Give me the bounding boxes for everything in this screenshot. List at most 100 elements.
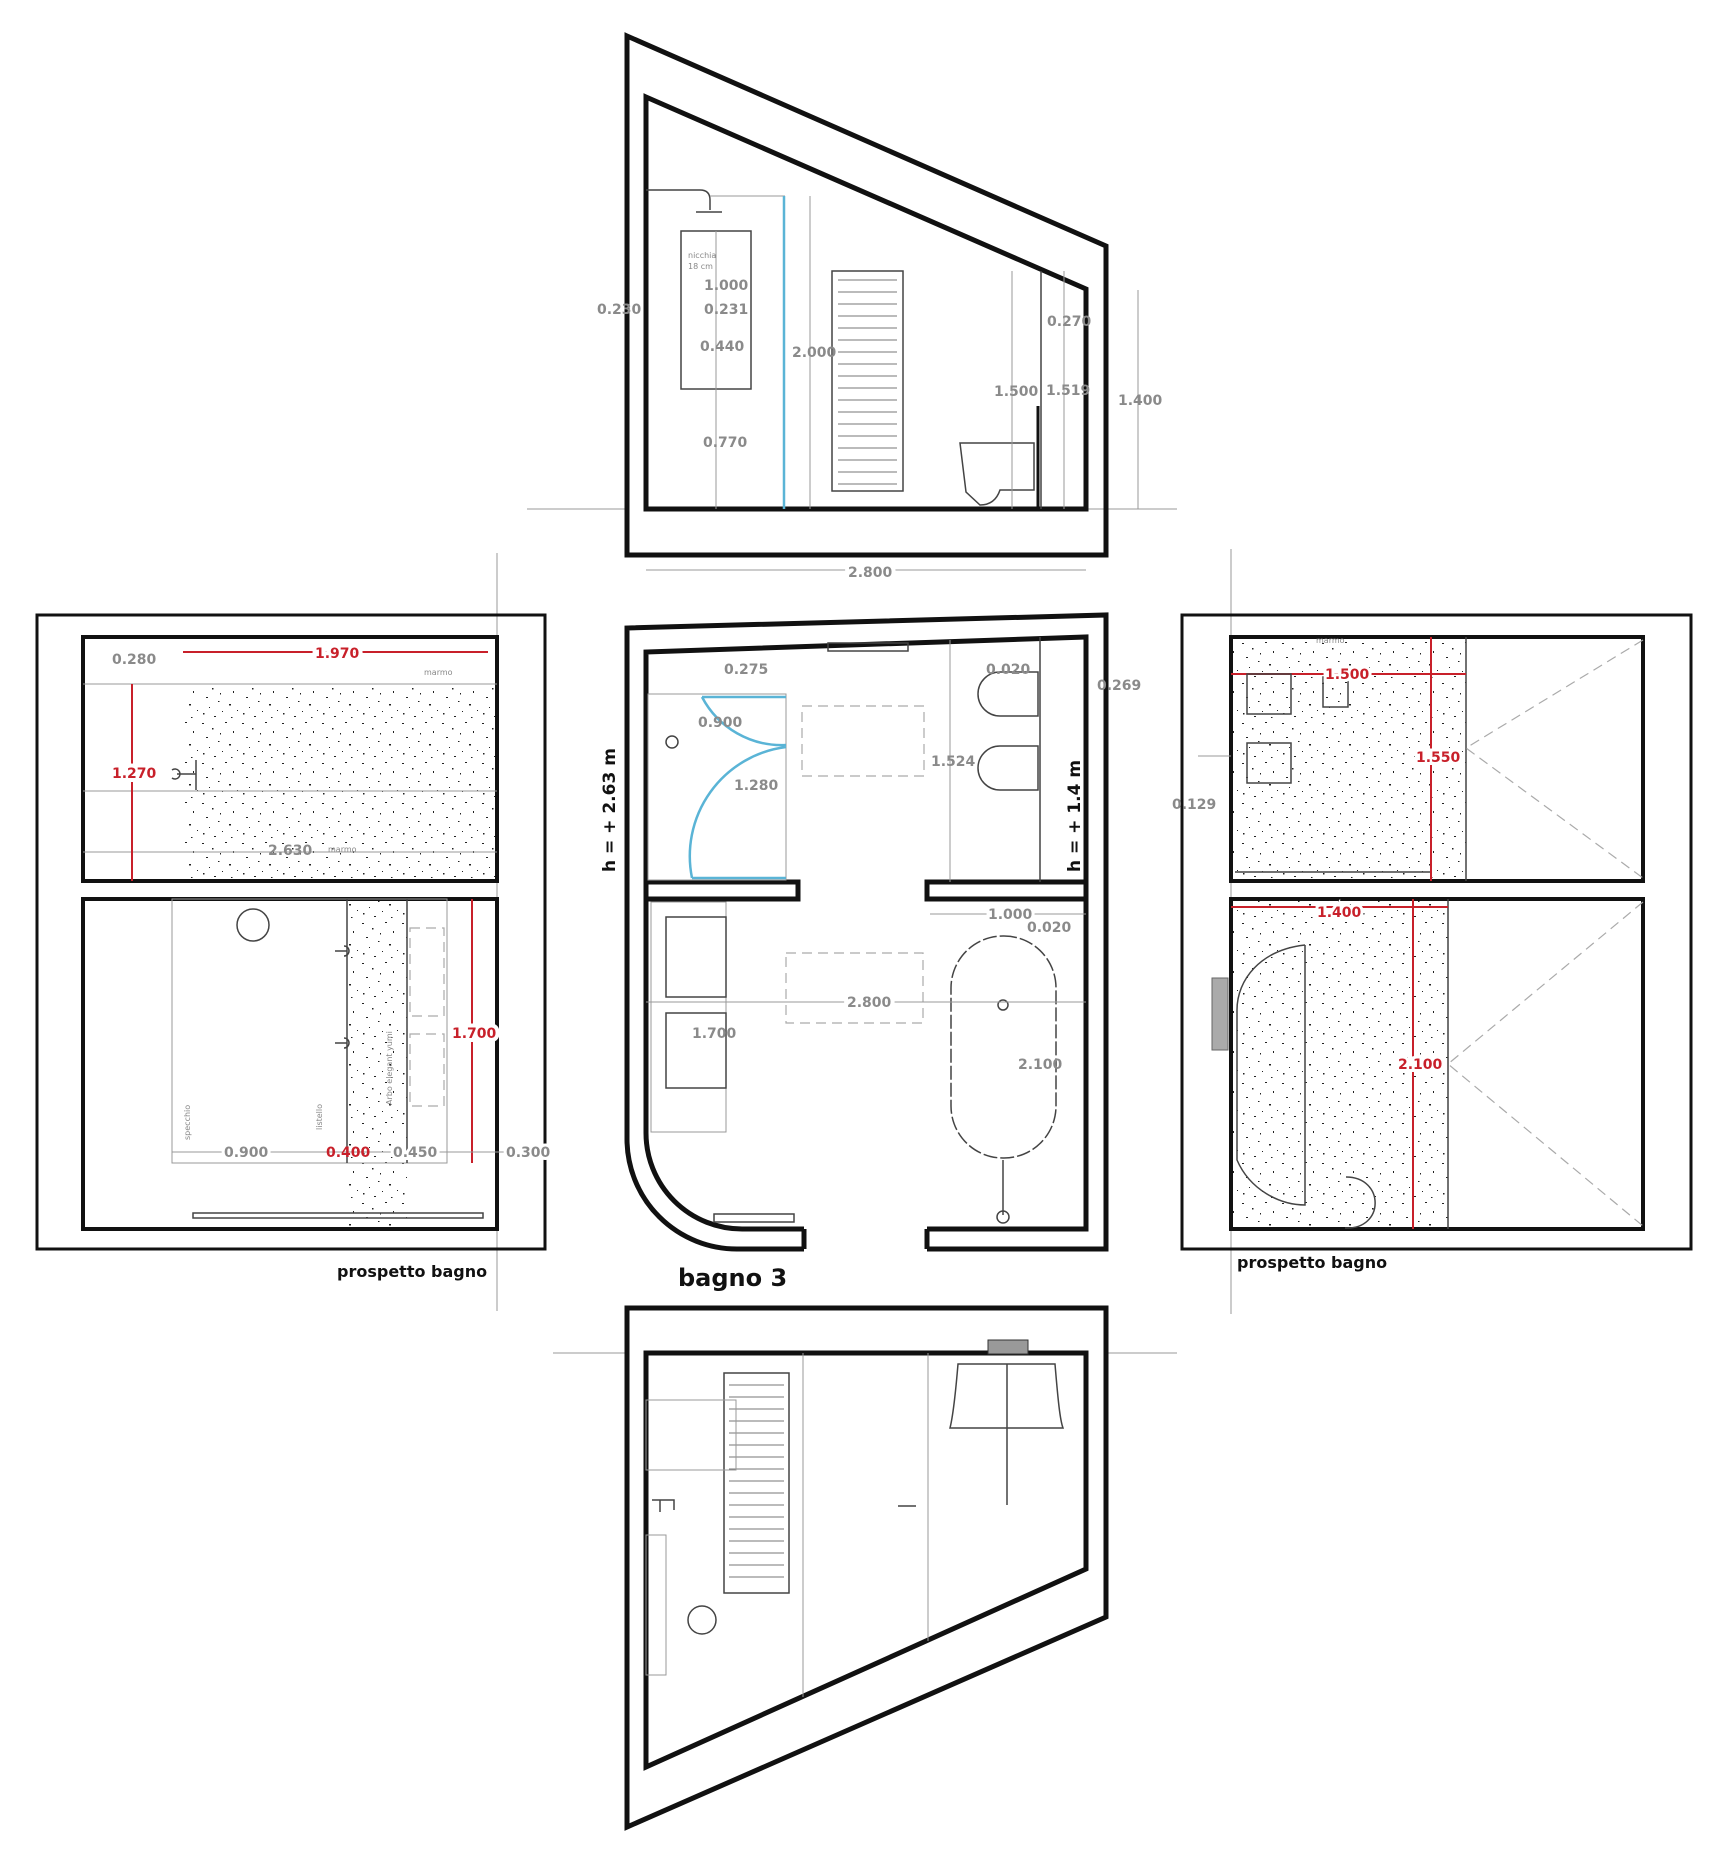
- plan-inner-wall: [643, 634, 1089, 1232]
- dim-label: 0.900: [698, 715, 743, 731]
- dim-label: 1.280: [734, 778, 779, 794]
- left-elevation: marmo marmo specchio listello Arbo elega…: [35, 613, 554, 1281]
- marble-wall-area: [184, 684, 497, 881]
- dim-label-red: 0.400: [326, 1145, 371, 1161]
- dim-label: 0.020: [986, 662, 1031, 678]
- ceiling-height-right: h = + 1.4 m: [1065, 760, 1085, 872]
- marble-wall-area: [1231, 899, 1448, 1229]
- wall-light-icon: [687, 1605, 717, 1635]
- dim-label: 1.400: [1118, 393, 1163, 409]
- top-section-elevation: nicchia 18 cm 0.230 1.000 0.231 0.440 0.…: [527, 32, 1177, 585]
- bathtub-end-icon: [949, 1363, 1065, 1429]
- dim-label-red: 1.700: [452, 1026, 497, 1042]
- shower-doors: [688, 695, 787, 880]
- faucet-icons: [335, 945, 350, 1049]
- dim-label: 2.800: [848, 565, 893, 581]
- niche-label: nicchia: [688, 251, 716, 260]
- floor-plan: 0.275 0.900 1.280 1.524 0.020 0.269 1.00…: [496, 549, 1232, 1314]
- material-label: marmo: [424, 668, 453, 677]
- bathtub-icon: [950, 935, 1057, 1159]
- top-view-frame: [81, 635, 499, 883]
- bidet-elevation-icon: [1246, 742, 1292, 784]
- shower-tray: [647, 693, 787, 881]
- dim-label: 1.519: [1046, 383, 1090, 399]
- towel-radiator: [831, 270, 904, 492]
- vanity-cabinet: [645, 1399, 737, 1471]
- elevation-caption: prospetto bagno: [337, 1262, 487, 1281]
- door-swing-lines: [1464, 639, 1644, 879]
- dim-label: 0.231: [704, 302, 748, 318]
- partition-wall-right: [924, 879, 1089, 902]
- dim-label: 2.100: [1018, 1057, 1063, 1073]
- dim-label: 0.230: [597, 302, 642, 318]
- dim-label: 0.020: [1027, 920, 1072, 936]
- towel-bar: [192, 1212, 484, 1219]
- marble-strip: [347, 899, 407, 1229]
- niche-depth: 18 cm: [688, 262, 713, 271]
- shower-head-icon: [987, 1339, 1029, 1355]
- partition-wall-left: [643, 879, 801, 902]
- right-elevation: marmo 1.500 1.550 0.129 1.400 2.100 pros…: [1172, 613, 1693, 1272]
- dim-label: 0.270: [1047, 314, 1092, 330]
- plan-outer-wall: [624, 612, 1109, 1252]
- tub-spout-icon: [1211, 977, 1229, 1051]
- inner-wall-outline: [643, 1350, 1089, 1771]
- dim-label: 1.700: [692, 1026, 737, 1042]
- dim-label: 0.770: [703, 435, 748, 451]
- radiator-bars: [838, 279, 897, 485]
- bottom-section-elevation: [553, 1305, 1177, 1831]
- top-view-frame: [1229, 635, 1645, 883]
- dim-label: 0.280: [112, 652, 157, 668]
- dim-label: 0.450: [393, 1145, 438, 1161]
- mirror-outline: [171, 898, 448, 1164]
- outer-wall-outline: [624, 32, 1109, 558]
- dim-label: 0.300: [506, 1145, 551, 1161]
- rug-bottom: [785, 952, 924, 1024]
- sink-bottom: [665, 1012, 727, 1089]
- panel-frame: [1180, 613, 1693, 1251]
- shower-drain-icon: [665, 735, 679, 749]
- vanity-unit: [650, 901, 727, 1133]
- dim-label: 1.500: [994, 384, 1039, 400]
- elevation-caption: prospetto bagno: [1237, 1253, 1387, 1272]
- plan-dimensions: 0.275 0.900 1.280 1.524 0.020 0.269 1.00…: [692, 662, 1141, 1073]
- room-title: bagno 3: [678, 1264, 787, 1292]
- wall-label: listello: [315, 1104, 324, 1130]
- towel-bar-bottom: [713, 1213, 795, 1223]
- dim-label: 2.800: [847, 995, 892, 1011]
- dim-label: 0.269: [1097, 678, 1141, 694]
- flush-plate-icon: [1322, 676, 1349, 708]
- bidet-icon: [977, 745, 1039, 791]
- bottom-view-frame: [1229, 897, 1645, 1231]
- bathtub-elevation-icon: [1236, 944, 1376, 1229]
- dim-label-red: 1.400: [1317, 905, 1362, 921]
- sink-top: [665, 916, 727, 998]
- dim-label: 2.630: [268, 843, 313, 859]
- top-elevation-dimensions: 0.230 1.000 0.231 0.440 0.770 2.000 0.27…: [597, 278, 1163, 585]
- material-label: marmo: [328, 845, 357, 854]
- radiator-bars: [729, 1384, 784, 1578]
- shower-head-icon: [646, 189, 722, 213]
- dim-label: 0.900: [224, 1145, 269, 1161]
- dim-label-red: 1.550: [1416, 750, 1461, 766]
- right-elevation-dimensions: 1.500 1.550 0.129 1.400 2.100: [1172, 664, 1464, 1076]
- dim-label-red: 1.500: [1325, 667, 1370, 683]
- dim-label: 1.524: [931, 754, 976, 770]
- towel-bar-top: [827, 642, 909, 652]
- dim-label-red: 1.270: [112, 766, 157, 782]
- door-swing-lines: [1447, 901, 1644, 1227]
- outer-wall-outline: [624, 1305, 1109, 1831]
- tub-drain-icon: [997, 999, 1009, 1011]
- material-label: marmo: [1316, 636, 1345, 645]
- inner-wall-outline: [643, 93, 1089, 512]
- dim-label: 0.440: [700, 339, 745, 355]
- dim-label: 1.000: [704, 278, 749, 294]
- dim-label: 0.275: [724, 662, 768, 678]
- toilet-icon: [977, 671, 1039, 717]
- bottom-view-frame: [81, 897, 499, 1231]
- panel-frame: [35, 613, 547, 1251]
- faucet-icon: [652, 1499, 675, 1512]
- cabinet-label: Arbo elegant yumi: [385, 1031, 394, 1105]
